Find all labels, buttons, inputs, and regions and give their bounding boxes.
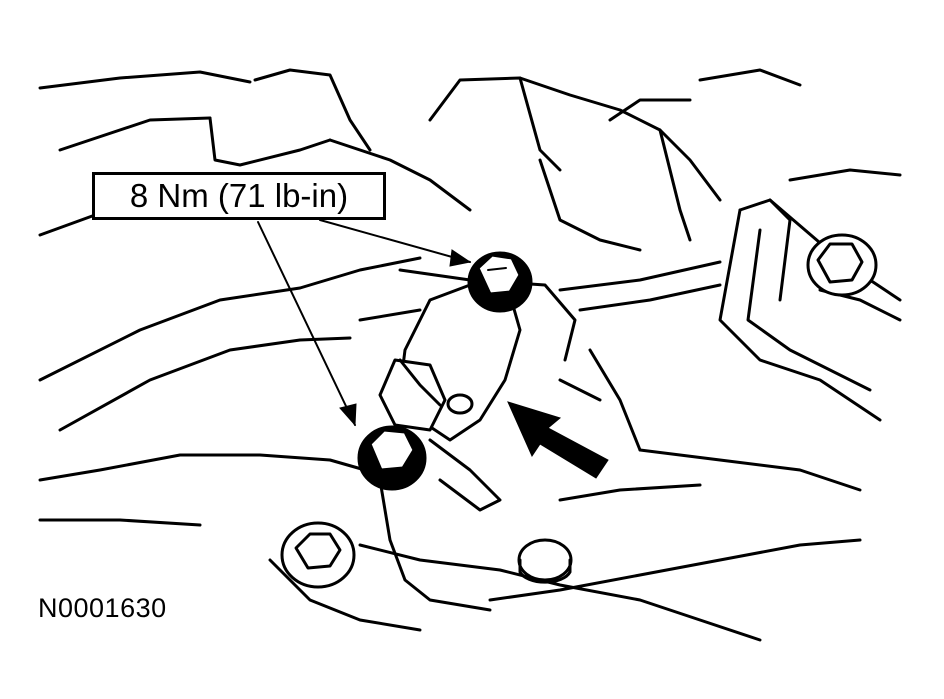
mount-bracket: [718, 198, 902, 422]
bolt-icon: [280, 521, 356, 589]
leader-lines: [257, 219, 472, 427]
torque-callout: 8 Nm (71 lb-in): [92, 172, 386, 220]
plug-icon: [517, 538, 573, 584]
bolt-icon: [357, 425, 427, 491]
hose: [358, 268, 602, 512]
clamp-icon: [378, 283, 522, 442]
engine-structure: [38, 68, 902, 642]
arrow-icon: [507, 401, 609, 479]
bolt-icon: [806, 233, 878, 297]
figure-id: N0001630: [38, 593, 167, 623]
bolt-icon: [467, 251, 533, 313]
